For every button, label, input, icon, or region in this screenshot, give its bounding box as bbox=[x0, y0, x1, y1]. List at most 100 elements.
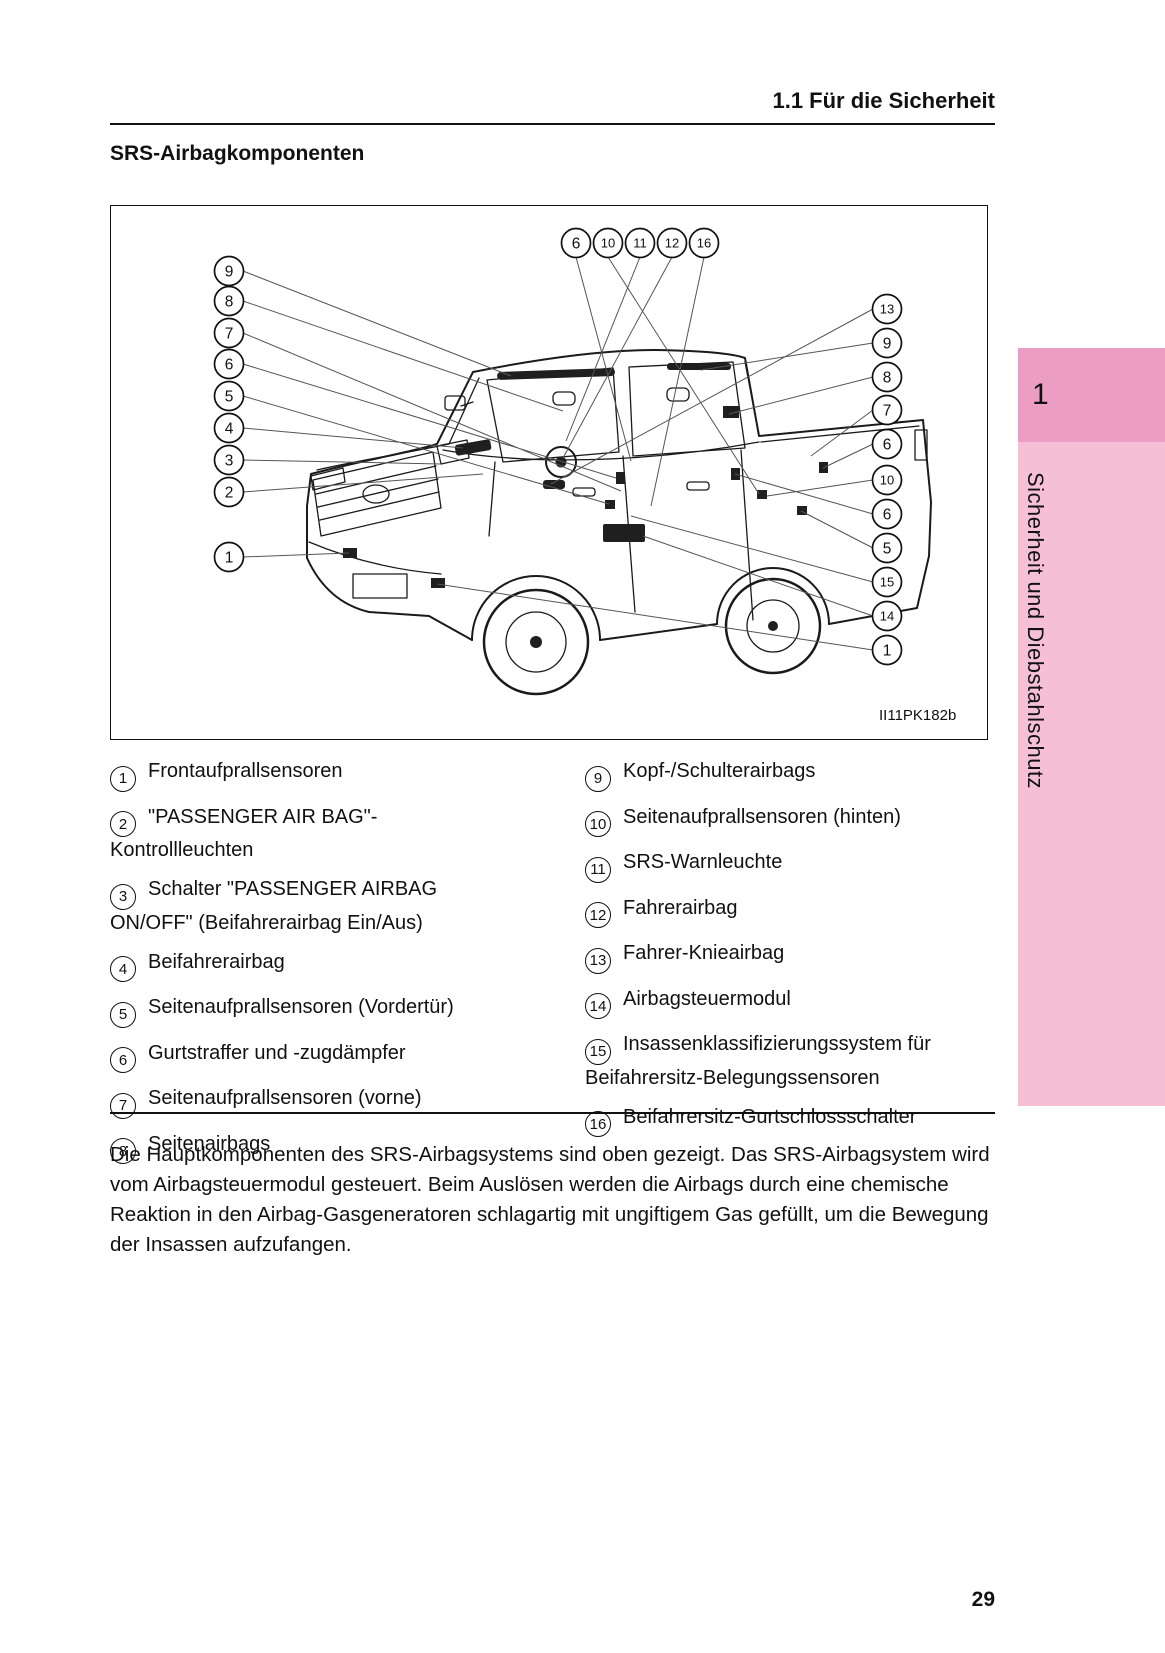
diagram-callout-1: 1 bbox=[213, 541, 245, 573]
legend-callout-number: 6 bbox=[110, 1047, 136, 1073]
diagram-callout-1: 1 bbox=[871, 634, 903, 666]
legend-item-13: 13 Fahrer-Knieairbag bbox=[585, 940, 997, 974]
legend-label: Airbagsteuermodul bbox=[623, 987, 791, 1010]
svg-text:13: 13 bbox=[880, 302, 894, 317]
svg-text:1: 1 bbox=[883, 643, 892, 660]
diagram-callout-15: 15 bbox=[871, 566, 903, 598]
chapter-number: 1 bbox=[1032, 378, 1049, 411]
legend-callout-number: 2 bbox=[110, 811, 136, 837]
legend-callout-number: 3 bbox=[110, 883, 136, 910]
legend-left-column: 1 Frontaufprallsensoren 2"PASSENGER AIR BA… bbox=[110, 758, 510, 1176]
legend-item-2: 2"PASSENGER AIR BAG"-Kontrollleuchten bbox=[110, 804, 510, 865]
diagram-callout-5: 5 bbox=[213, 380, 245, 412]
section-title: SRS-Airbagkomponenten bbox=[110, 142, 365, 165]
diagram-callout-8: 8 bbox=[871, 361, 903, 393]
svg-text:6: 6 bbox=[883, 437, 892, 454]
diagram-callout-9: 9 bbox=[871, 327, 903, 359]
svg-text:3: 3 bbox=[225, 453, 234, 470]
svg-text:2: 2 bbox=[225, 485, 234, 502]
body-paragraph: Die Hauptkomponenten des SRS-Airbagsyste… bbox=[110, 1143, 990, 1256]
legend-label: Fahrer-Knieairbag bbox=[623, 942, 785, 964]
legend-label: Beifahrerairbag bbox=[148, 950, 285, 973]
svg-text:7: 7 bbox=[225, 326, 234, 343]
legend-callout-number: 9 bbox=[585, 765, 611, 792]
diagram-callout-12: 12 bbox=[656, 227, 688, 259]
legend-label: Seitenairbags bbox=[148, 1132, 271, 1155]
diagram-callout-8: 8 bbox=[213, 285, 245, 317]
svg-text:6: 6 bbox=[883, 507, 892, 524]
legend-right-column: 9 Kopf-/Schulterairbags 10 Seitenaufprallse… bbox=[585, 758, 997, 1149]
legend-callout-number: 10 bbox=[585, 811, 611, 837]
svg-text:8: 8 bbox=[225, 294, 234, 311]
legend-label: Schalter "PASSENGER AIRBAG ON/OFF" (Beif… bbox=[110, 878, 438, 934]
page-header: 1.1 Für die Sicherheit bbox=[772, 88, 995, 113]
legend-label: Kopf-/Schulterairbags bbox=[623, 760, 816, 782]
figure-code: II11PK182b bbox=[879, 707, 956, 724]
legend-label: Gurtstraffer und -zugdämpfer bbox=[148, 1041, 406, 1064]
legend-label: SRS-Warnleuchte bbox=[623, 851, 783, 873]
chapter-title-vertical: Sicherheit und Diebstahlschutz bbox=[1023, 472, 1048, 790]
legend-callout-number: 1 bbox=[110, 765, 136, 792]
legend-item-10: 10 Seitenaufprallsensoren (hinten) bbox=[585, 804, 997, 837]
diagram-callout-16: 16 bbox=[688, 227, 720, 259]
legend-divider bbox=[110, 1112, 995, 1114]
diagram-callout-10: 10 bbox=[871, 464, 903, 496]
legend-label: Frontaufprallsensoren bbox=[148, 760, 343, 782]
legend-item-9: 9 Kopf-/Schulterairbags bbox=[585, 758, 997, 792]
chapter-tab: 1 bbox=[1018, 348, 1165, 442]
legend-callout-number: 8 bbox=[110, 1138, 136, 1164]
legend-item-4: 4 Beifahrerairbag bbox=[110, 949, 510, 982]
legend-item-6: 6 Gurtstraffer und -zugdämpfer bbox=[110, 1040, 510, 1073]
leader-lines bbox=[242, 256, 874, 651]
diagram-callout-14: 14 bbox=[871, 600, 903, 632]
svg-text:9: 9 bbox=[225, 264, 234, 281]
legend-callout-number: 13 bbox=[585, 947, 611, 974]
legend-callout-number: 11 bbox=[585, 856, 611, 883]
legend-callout-number: 12 bbox=[585, 902, 611, 928]
svg-text:10: 10 bbox=[601, 236, 615, 251]
svg-text:15: 15 bbox=[880, 575, 894, 590]
diagram-callout-7: 7 bbox=[213, 317, 245, 349]
legend-item-1: 1 Frontaufprallsensoren bbox=[110, 758, 510, 792]
legend-item-8: 8 Seitenairbags bbox=[110, 1131, 510, 1164]
legend-label: Seitenaufprallsensoren (Vordertür) bbox=[148, 996, 454, 1018]
chapter-sidebar-band: 1 Sicherheit und Diebstahlschutz bbox=[1018, 348, 1165, 1106]
svg-text:16: 16 bbox=[697, 236, 711, 251]
diagram-callout-10: 10 bbox=[592, 227, 624, 259]
legend-label: "PASSENGER AIR BAG"-Kontrollleuchten bbox=[110, 805, 378, 862]
legend-label: Beifahrersitz-Gurtschlossschalter bbox=[623, 1105, 917, 1128]
svg-text:14: 14 bbox=[880, 609, 894, 624]
truck-illustration bbox=[306, 349, 932, 696]
svg-text:5: 5 bbox=[883, 541, 892, 558]
svg-text:12: 12 bbox=[665, 236, 679, 251]
svg-text:9: 9 bbox=[883, 336, 892, 353]
header-divider bbox=[110, 123, 995, 125]
legend-callout-number: 15 bbox=[585, 1038, 611, 1065]
legend-item-14: 14 Airbagsteuermodul bbox=[585, 986, 997, 1019]
svg-text:6: 6 bbox=[225, 357, 234, 374]
legend-callout-number: 4 bbox=[110, 956, 136, 982]
page-number: 29 bbox=[971, 1588, 995, 1611]
svg-text:8: 8 bbox=[883, 370, 892, 387]
diagram-callout-6: 6 bbox=[871, 428, 903, 460]
svg-text:6: 6 bbox=[572, 236, 581, 253]
legend-callout-number: 14 bbox=[585, 993, 611, 1019]
svg-text:1: 1 bbox=[225, 550, 234, 567]
diagram-callout-13: 13 bbox=[871, 293, 903, 325]
legend-label: Seitenaufprallsensoren (hinten) bbox=[623, 805, 901, 828]
diagram-callout-6: 6 bbox=[871, 498, 903, 530]
diagram-callout-4: 4 bbox=[213, 412, 245, 444]
svg-text:4: 4 bbox=[225, 421, 234, 438]
legend-callout-number: 7 bbox=[110, 1092, 136, 1119]
diagram-callout-7: 7 bbox=[871, 394, 903, 426]
legend-label: Fahrerairbag bbox=[623, 896, 738, 919]
legend-callout-number: 16 bbox=[585, 1111, 611, 1137]
